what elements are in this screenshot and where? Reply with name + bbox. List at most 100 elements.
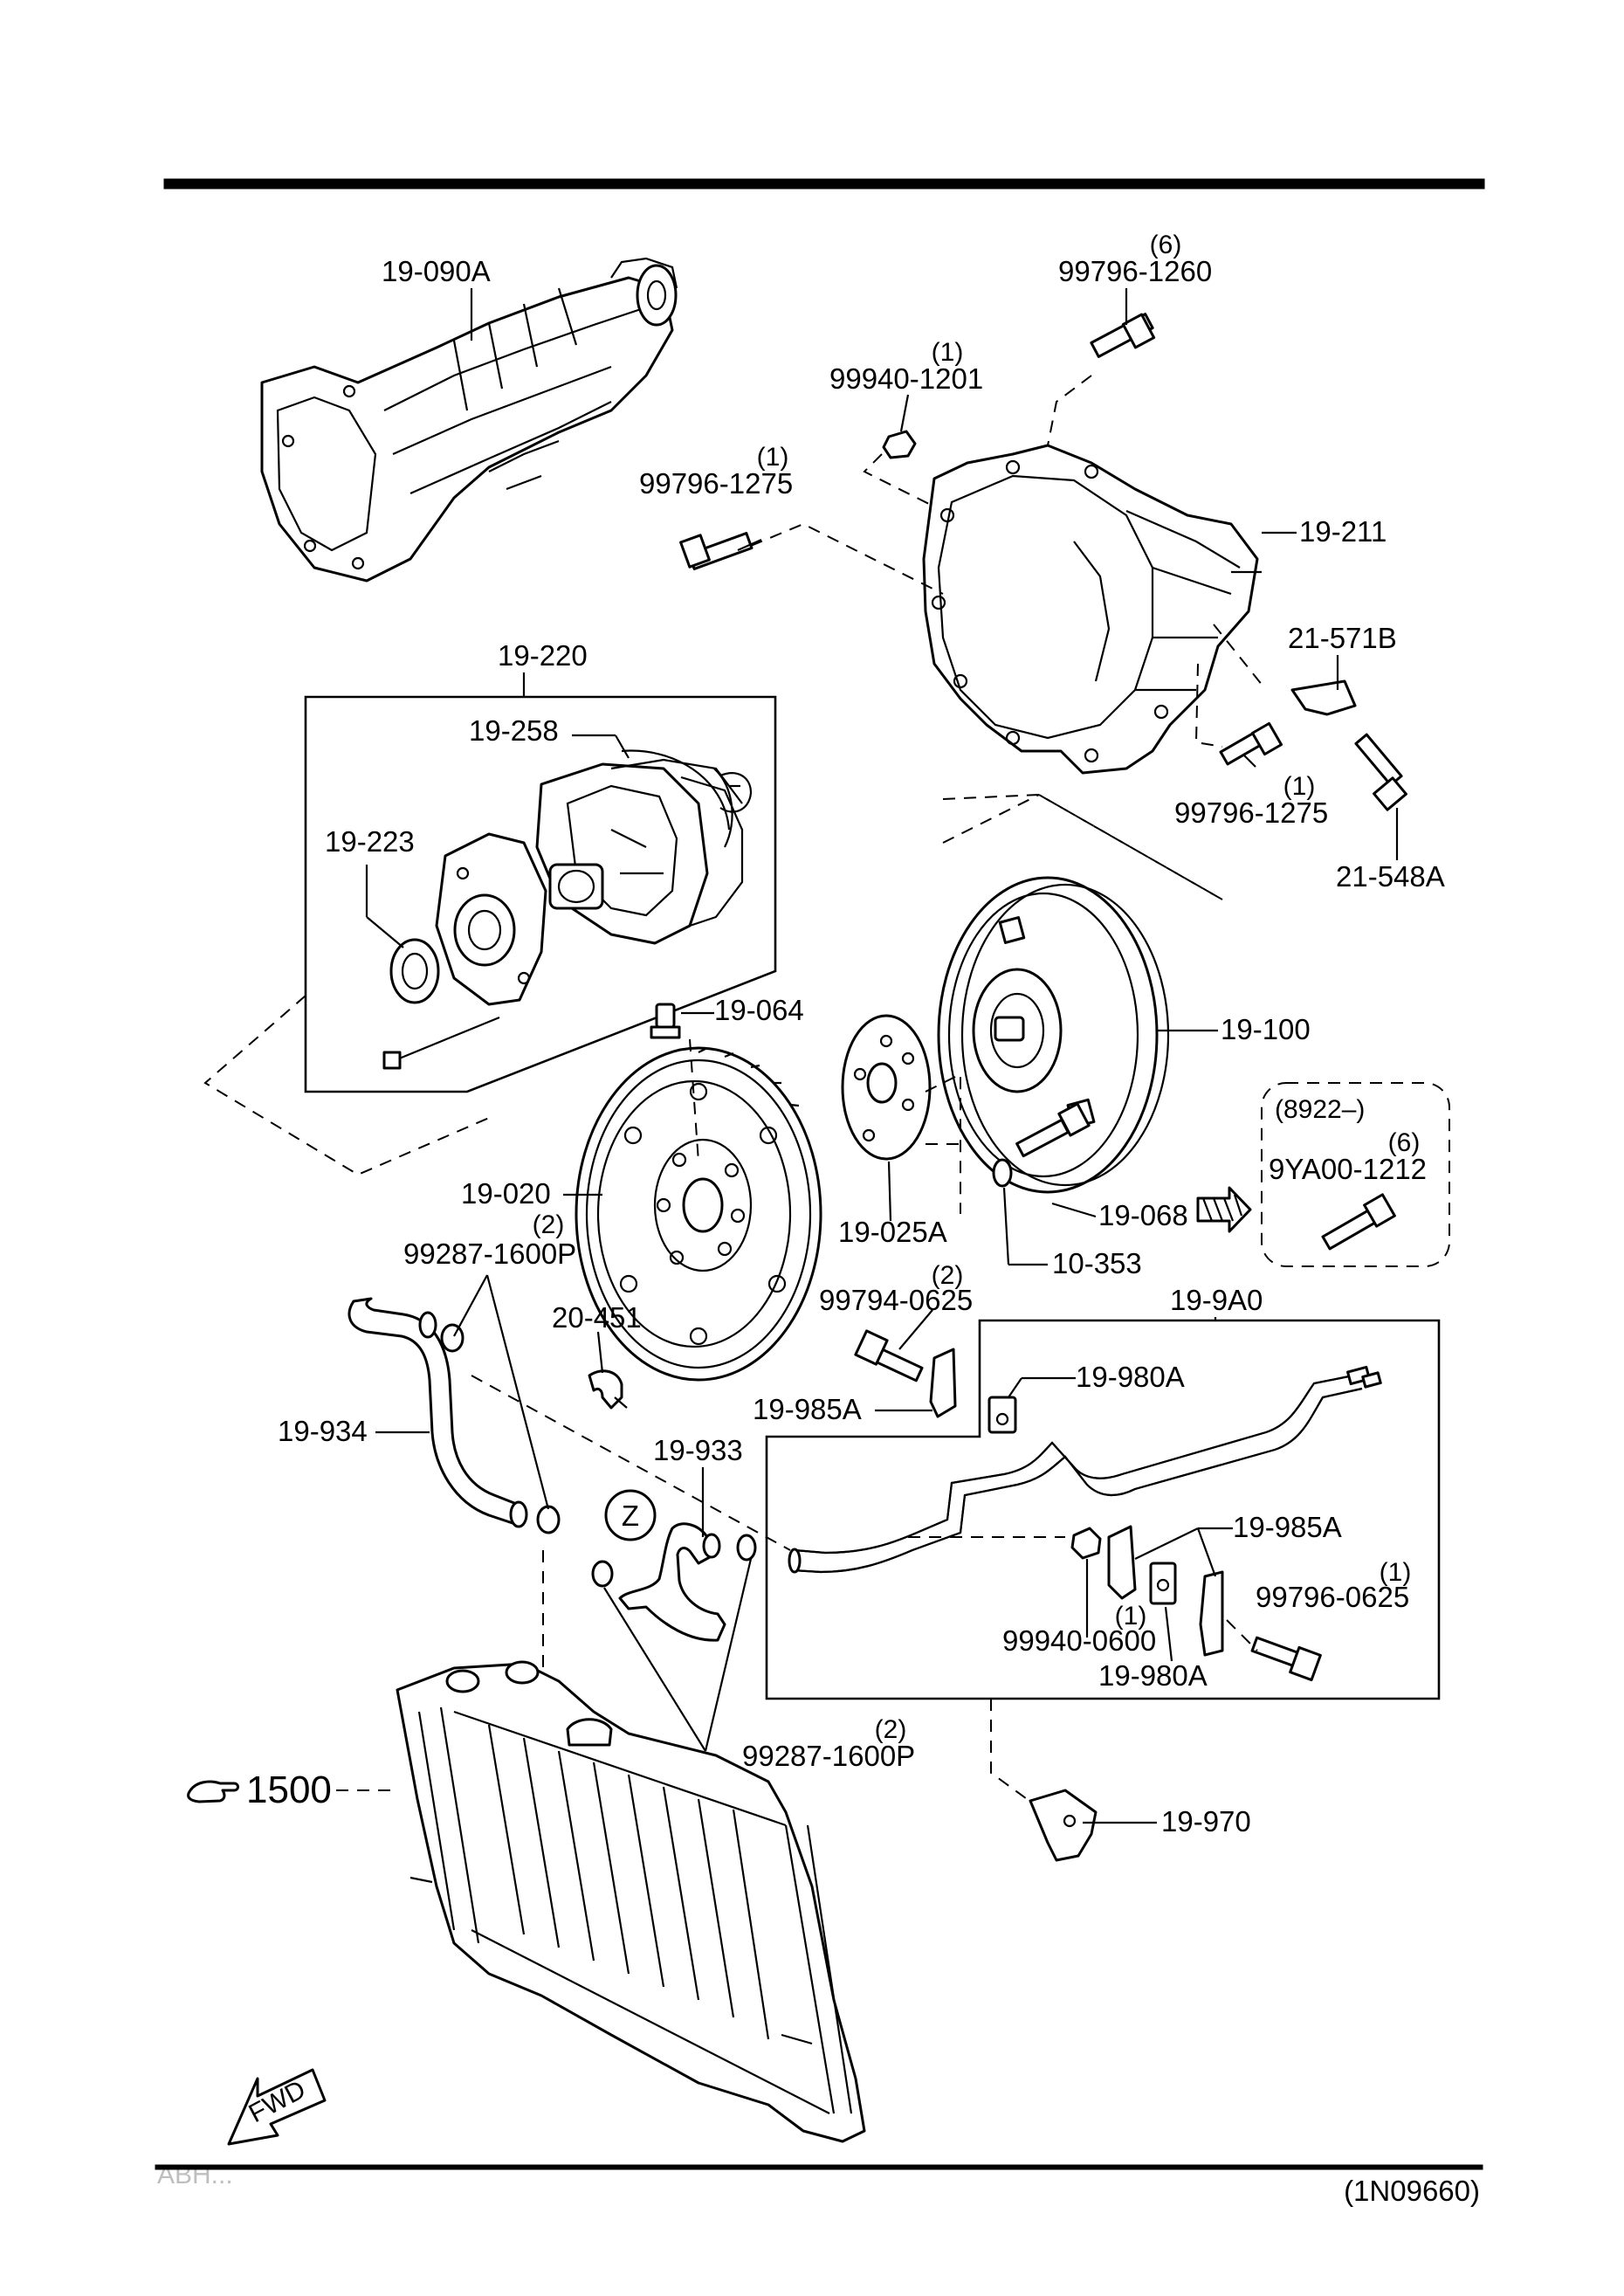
part-number: 20-451	[552, 1301, 642, 1334]
quantity-label: (2)	[932, 1261, 964, 1290]
part-number: 99796-1275	[639, 467, 793, 500]
part-number: 21-571B	[1288, 622, 1397, 654]
clamp-19-980A-upper	[987, 1396, 1017, 1434]
bracket-19-985A-lower	[1107, 1525, 1224, 1657]
part-number: 19-068	[1098, 1199, 1188, 1231]
radiator	[396, 1660, 866, 2143]
reference-number: 1500	[246, 1769, 332, 1811]
drive-plate	[575, 1046, 822, 1382]
guide-line	[942, 794, 1040, 844]
hose-19-934	[348, 1297, 528, 1528]
part-number: 19-985A	[753, 1393, 862, 1425]
forward-arrow: FWD	[227, 2068, 327, 2146]
cooler-pipe-box	[765, 1319, 1441, 1700]
cooler-pipe-assembly	[788, 1365, 1382, 1574]
snap-ring-19-258	[621, 749, 733, 848]
clamp-19-980A-lower	[1149, 1562, 1177, 1605]
quantity-label: (2)	[875, 1715, 907, 1744]
o-ring	[719, 772, 753, 813]
leader-lines	[365, 288, 1399, 1824]
guide-line	[471, 1375, 791, 1551]
nut-99940-1201	[882, 430, 917, 459]
quantity-label: (2)	[533, 1210, 565, 1239]
part-number: 19-025A	[838, 1216, 947, 1248]
reference-1500: 1500	[187, 1769, 397, 1811]
bracket-21-571B	[1290, 679, 1357, 716]
part-number: 10-353	[1052, 1247, 1142, 1279]
hose-19-933	[618, 1522, 726, 1642]
part-number: 19-9A0	[1170, 1284, 1263, 1316]
part-number: 9YA00-1212	[1269, 1153, 1427, 1185]
part-number: 19-100	[1221, 1013, 1311, 1045]
part-number: 19-223	[325, 825, 415, 858]
part-number: 19-020	[461, 1177, 551, 1210]
clamp-99287-1600P-mid	[536, 1505, 561, 1534]
oil-seal-19-223	[389, 938, 440, 1004]
oil-pump-housing	[535, 758, 744, 945]
torque-converter	[937, 876, 1170, 1194]
oil-pump-box	[304, 695, 777, 1093]
quantity-label: (1)	[1380, 1558, 1412, 1587]
quantity-label: (6)	[1150, 231, 1182, 259]
bottom-rule	[155, 2164, 1483, 2170]
part-labels: 19-090A (6) 99796-1260 (1) 99940-1201 (1…	[157, 231, 1480, 2207]
converter-housing	[922, 444, 1259, 775]
quantity-label: (1)	[1115, 1602, 1147, 1631]
part-number: 99796-1275	[1174, 796, 1328, 829]
part-number: 19-985A	[1233, 1511, 1342, 1543]
part-number: 99796-1260	[1058, 255, 1212, 287]
guide-line	[203, 995, 490, 1176]
nut-99940-0600	[1070, 1527, 1102, 1560]
part-number: 19-064	[714, 994, 804, 1026]
bracket-19-970	[1029, 1789, 1098, 1862]
bolt-99794-0625	[854, 1329, 924, 1382]
part-number: 99940-0600	[1002, 1624, 1156, 1657]
clamp-upper-right	[736, 1534, 757, 1562]
clamp-lower-left	[591, 1560, 614, 1588]
quantity-label: (1)	[932, 338, 964, 367]
flex-plate-19-025A	[841, 1014, 932, 1161]
clamp-99287-1600P-upper	[440, 1323, 464, 1353]
pointing-hand-icon	[187, 1780, 239, 1803]
part-number: 99287-1600P	[403, 1238, 576, 1270]
washer-10-353	[992, 1158, 1013, 1188]
guide-line	[1213, 624, 1267, 691]
part-number: 19-980A	[1076, 1361, 1185, 1393]
guide-line	[1194, 663, 1223, 748]
guide-line	[1047, 375, 1092, 446]
bracket-19-985A-upper	[929, 1348, 957, 1418]
variant-box	[1261, 1082, 1450, 1267]
bolt-21-548A	[1354, 733, 1407, 811]
part-number: 21-548A	[1336, 860, 1445, 893]
clip-20-451	[588, 1369, 628, 1410]
quantity-label: (6)	[1388, 1128, 1421, 1157]
connection-z-upper: Z	[604, 1489, 657, 1541]
part-number: 19-980A	[1098, 1659, 1208, 1692]
guide-line	[1226, 1619, 1258, 1651]
part-number: 99796-0625	[1256, 1581, 1409, 1613]
bolt-19-068	[1015, 1102, 1091, 1158]
guide-line	[942, 793, 1223, 900]
guide-line	[1038, 794, 1223, 900]
guide-line	[863, 453, 935, 507]
part-number: 19-933	[653, 1434, 743, 1466]
variant-range-label: (8922–)	[1275, 1095, 1365, 1124]
guide-line	[750, 522, 944, 595]
transmission-assembly	[260, 257, 678, 583]
part-number: 19-258	[469, 714, 559, 747]
part-number: 99940-1201	[829, 362, 983, 395]
top-rule	[163, 178, 1485, 190]
part-number: 19-090A	[382, 255, 491, 287]
bolt-9YA00-1212	[1321, 1193, 1396, 1251]
oil-pump-cover	[435, 832, 547, 1006]
part-number: 19-220	[498, 639, 588, 672]
guide-line	[990, 1699, 1040, 1809]
quantity-label: (1)	[1283, 772, 1316, 801]
bolt-99796-1260	[1090, 313, 1156, 358]
variant-arrow	[1196, 1186, 1252, 1233]
quantity-label: (1)	[757, 443, 789, 472]
bolt-99796-1275-upper	[679, 532, 754, 570]
guide-line	[925, 1072, 961, 1214]
part-number: 19-934	[278, 1415, 368, 1447]
part-number: 19-970	[1161, 1805, 1251, 1837]
